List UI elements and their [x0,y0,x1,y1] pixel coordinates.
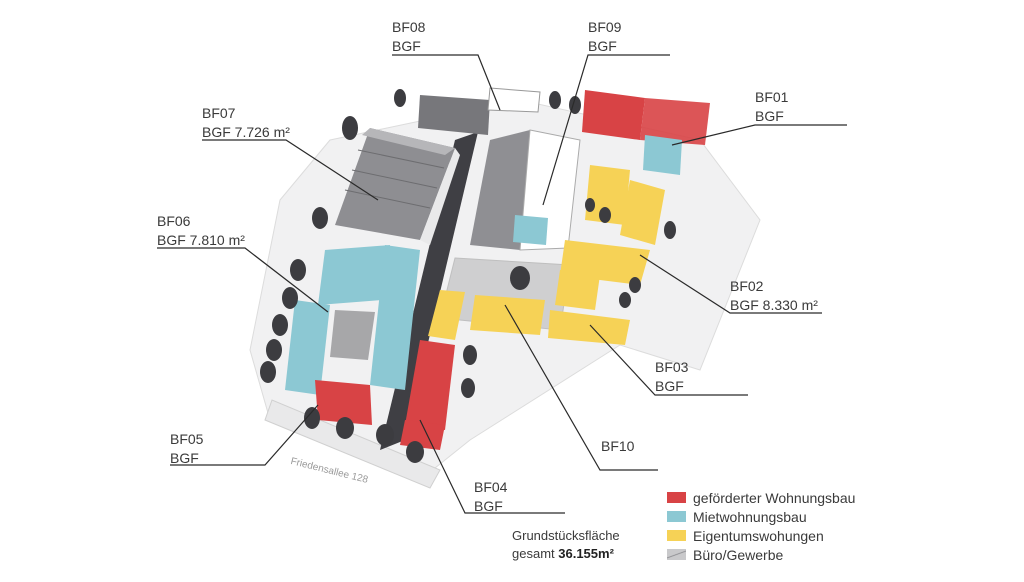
building-bf08 [418,87,541,135]
building-bf09 [470,129,581,251]
swatch-miet [667,511,686,522]
swatch-eigentum [667,530,686,541]
label-bf10: BF10 [601,438,635,454]
legend-item-gefoerdert: geförderter Wohnungsbau [667,488,855,507]
building-bf07 [335,128,460,245]
building-bf05 [315,380,372,425]
building-bf03 [428,290,630,345]
legend: geförderter Wohnungsbau Mietwohnungsbau … [667,488,855,564]
building-bf02 [555,165,665,310]
swatch-buero [667,549,686,560]
trees [260,89,676,463]
swatch-gefoerdert [667,492,686,503]
legend-item-buero: Büro/Gewerbe [667,545,855,564]
leader-lines [157,54,847,514]
legend-item-miet: Mietwohnungsbau [667,507,855,526]
site-area-summary: Grundstücksfläche gesamt 36.155m² [512,528,620,561]
building-bf06 [285,245,420,395]
legend-item-eigentum: Eigentumswohungen [667,526,855,545]
